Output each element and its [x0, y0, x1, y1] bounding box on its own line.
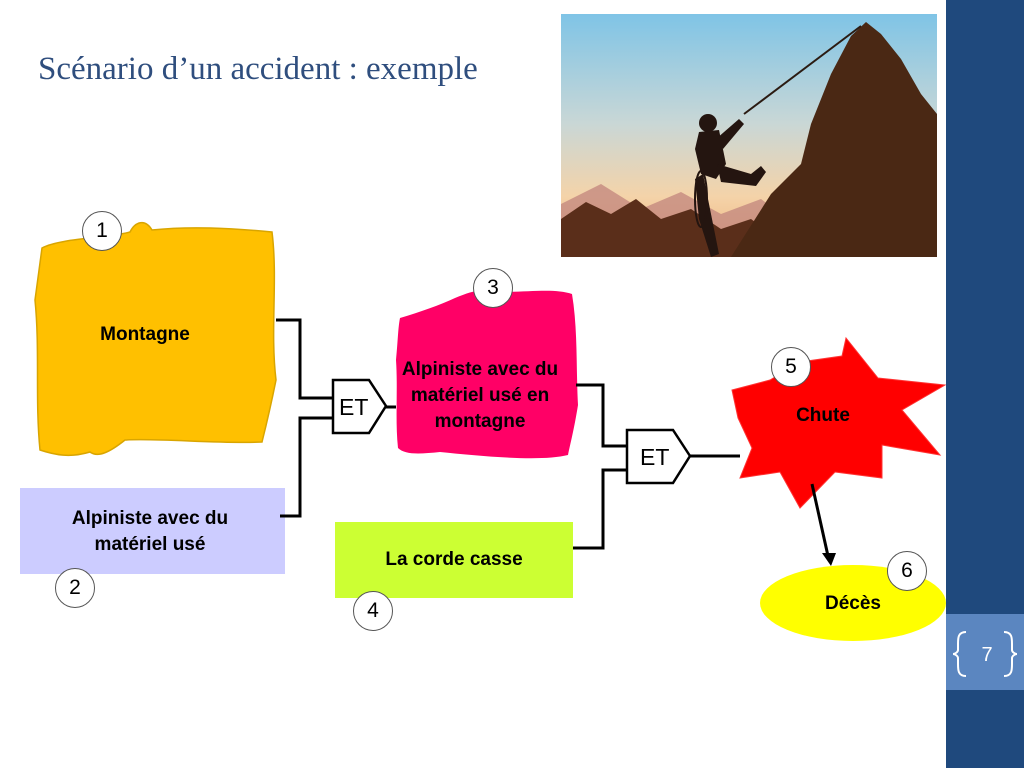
chute-label: Chute: [796, 405, 850, 426]
corde-label: La corde casse: [385, 549, 523, 570]
et-gate-1-label: ET: [339, 394, 369, 420]
climber-photo: [561, 14, 937, 257]
node-number-3: 3: [473, 268, 513, 308]
alpiniste-montagne-shape: [396, 290, 578, 459]
page-number-brackets: [952, 631, 1018, 677]
node-number-6: 6: [887, 551, 927, 591]
node-number-1: 1: [82, 211, 122, 251]
et-gate-2-shape: [625, 428, 692, 485]
et-gate-2-label: ET: [640, 444, 670, 470]
montagne-label: Montagne: [100, 324, 190, 345]
page-number-tab: [946, 614, 1024, 690]
fault-tree-diagram: [20, 221, 946, 641]
alpiniste-materiel-shape: [20, 488, 285, 574]
node-number-5: 5: [771, 347, 811, 387]
node-number-2: 2: [55, 568, 95, 608]
alpiniste-materiel-label: Alpiniste avec du matériel usé: [71, 508, 229, 555]
node-number-4: 4: [353, 591, 393, 631]
montagne-shape: [34, 221, 277, 457]
slide-title: Scénario d’un accident : exemple: [38, 51, 478, 87]
et-gate-1-shape: [331, 378, 388, 435]
page-number: 7: [981, 643, 993, 666]
corde-shape: [335, 522, 573, 598]
deces-label: Décès: [825, 593, 881, 614]
alpiniste-montagne-label: Alpiniste avec du matériel usé en montag…: [401, 359, 559, 432]
